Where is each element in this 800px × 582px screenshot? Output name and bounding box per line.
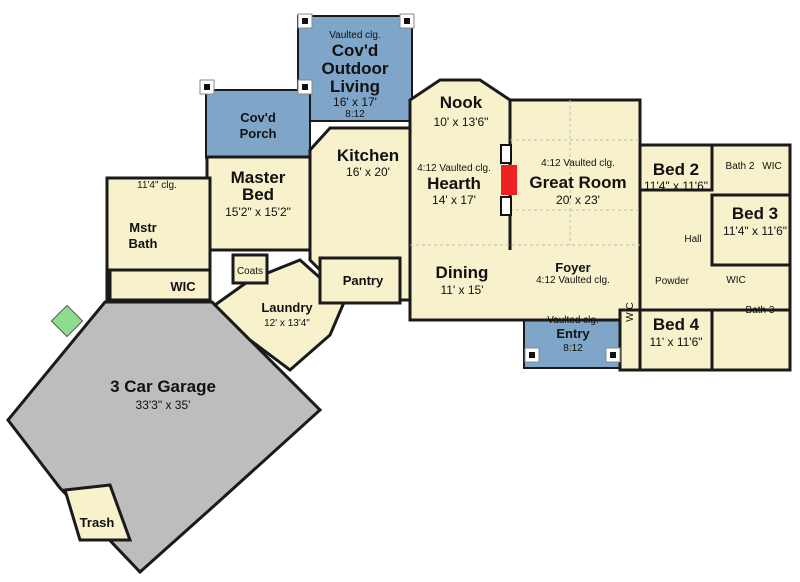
wic3-name: WIC [726, 275, 745, 286]
pantry-name: Pantry [343, 273, 384, 288]
outdoor-note: Vaulted clg. [329, 30, 381, 41]
laundry-name: Laundry [261, 300, 313, 315]
porch-name-2: Porch [240, 126, 277, 141]
outdoor-dim: 16' x 17' [333, 95, 377, 109]
porch-name-1: Cov'd [240, 110, 276, 125]
bed4-area [638, 308, 714, 372]
hearth-dim: 14' x 17' [432, 193, 476, 207]
covered-porch-area [205, 89, 311, 159]
hose-bib-marker [50, 304, 84, 338]
bed3-area [710, 193, 792, 267]
kitchen-name: Kitchen [337, 146, 399, 165]
fireplace [501, 165, 517, 195]
mbath-note: 11'4" clg. [137, 180, 177, 191]
bed2-dim: 11'4" x 11'6" [644, 179, 708, 193]
dining-dim: 11' x 15' [440, 283, 483, 297]
trash-area [63, 483, 133, 542]
kitchen-dim: 16' x 20' [346, 165, 390, 179]
bed4-name: Bed 4 [653, 315, 700, 334]
garage-name: 3 Car Garage [110, 377, 216, 396]
bath3-name: Bath 3 [746, 305, 775, 316]
mbath-name-1: Mstr [129, 220, 156, 235]
master-name-1: Master [231, 168, 286, 187]
bed4-dim: 11' x 11'6" [649, 335, 702, 349]
great-room-name: Great Room [529, 173, 626, 192]
laundry-dim: 12' x 13'4" [264, 318, 310, 329]
master-name-2: Bed [242, 185, 274, 204]
bed3-dim: 11'4" x 11'6" [723, 224, 787, 238]
hearth-note: 4:12 Vaulted clg. [417, 163, 491, 174]
column-posts [199, 13, 621, 363]
dining-name: Dining [436, 263, 489, 282]
wic-area [108, 268, 212, 302]
coats-name: Coats [237, 266, 263, 277]
outdoor-name-1: Cov'd [332, 41, 379, 60]
bed3-name: Bed 3 [732, 204, 778, 223]
coats-area [231, 253, 269, 285]
foyer-note: 4:12 Vaulted clg. [536, 275, 610, 286]
entry-note: Vaulted clg. [547, 315, 599, 326]
bed2-area [638, 143, 714, 192]
wic1-name: WIC [170, 279, 196, 294]
outdoor-pitch: 8:12 [345, 109, 365, 120]
wic2-name: WIC [762, 161, 781, 172]
foyer-name: Foyer [555, 260, 590, 275]
powder-name: Powder [655, 276, 690, 287]
entry-pitch: 8:12 [563, 343, 583, 354]
nook-name: Nook [440, 93, 483, 112]
garage-dim: 33'3" x 35' [136, 398, 191, 412]
wic4-name: WIC [625, 302, 636, 321]
hall-name: Hall [684, 234, 701, 245]
bed2-name: Bed 2 [653, 160, 699, 179]
great-room-dim: 20' x 23' [556, 193, 600, 207]
trash-name: Trash [80, 515, 115, 530]
pantry-area [318, 256, 402, 305]
hearth-name: Hearth [427, 174, 481, 193]
mbath-name-2: Bath [129, 236, 158, 251]
master-dim: 15'2" x 15'2" [225, 205, 291, 219]
master-bed-area [205, 155, 312, 252]
outdoor-name-3: Living [330, 77, 380, 96]
covered-outdoor-living-area [297, 15, 413, 122]
great-room-note: 4:12 Vaulted clg. [541, 158, 615, 169]
bath2-name: Bath 2 [726, 161, 755, 172]
nook-dim: 10' x 13'6" [434, 115, 489, 129]
outdoor-name-2: Outdoor [321, 59, 388, 78]
entry-name: Entry [556, 326, 590, 341]
